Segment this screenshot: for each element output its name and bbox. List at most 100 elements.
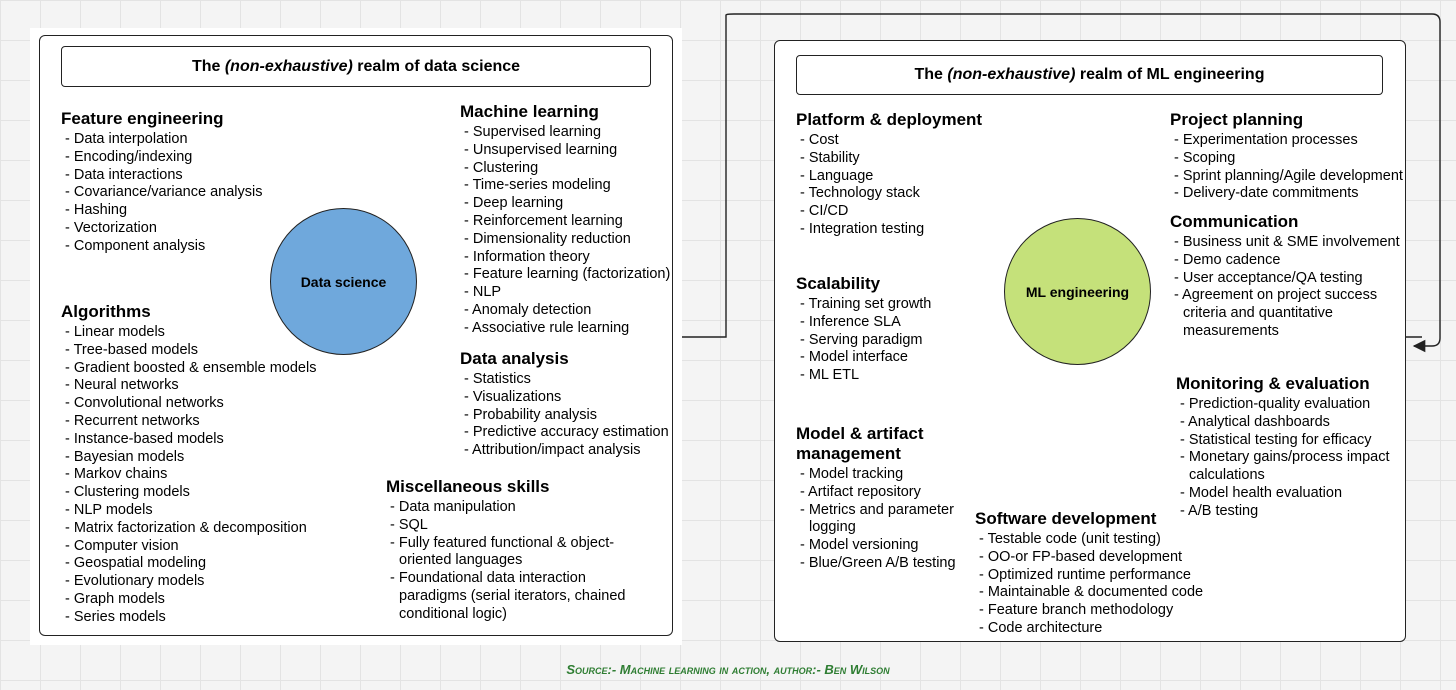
group-heading: Scalability [796, 274, 881, 293]
monitoring-evaluation-group: Monitoring & evaluation - Prediction-qua… [1176, 374, 1398, 521]
list-item: - Reinforcement learning [464, 212, 623, 229]
list-item: - Feature branch methodology [979, 602, 1174, 619]
list-item: - Blue/Green A/B testing [800, 554, 956, 571]
item-list: - Statistics- Visualizations- Probabilit… [460, 371, 669, 460]
machine-learning-group: Machine learning - Supervised learning- … [460, 102, 670, 338]
list-item: - Fully featured functional & object-ori… [390, 534, 615, 569]
ml-engineering-node: ML engineering [1004, 218, 1151, 365]
data-science-title: The (non-exhaustive) realm of data scien… [61, 46, 651, 87]
list-item: - Data manipulation [390, 499, 516, 515]
group-heading: Machine learning [460, 102, 599, 121]
list-item: - Optimized runtime performance [979, 566, 1191, 583]
algorithms-group: Algorithms - Linear models- Tree-based m… [61, 302, 316, 627]
group-heading: Platform & deployment [796, 110, 983, 129]
item-list: - Data interpolation- Encoding/indexing-… [61, 131, 262, 256]
project-planning-group: Project planning - Experimentation proce… [1170, 110, 1403, 203]
list-item: - Information theory [464, 248, 590, 265]
list-item: - Maintainable & documented code [979, 584, 1204, 601]
list-item: - Time-series modeling [464, 177, 611, 194]
list-item: - Language [800, 167, 874, 184]
group-heading: Model & artifact management [796, 424, 924, 463]
list-item: - Inference SLA [800, 313, 901, 330]
feature-engineering-group: Feature engineering - Data interpolation… [61, 109, 262, 256]
list-item: - Geospatial modeling [65, 555, 207, 572]
list-item: - CI/CD [800, 203, 849, 220]
item-list: - Data manipulation- SQL- Fully featured… [386, 499, 646, 624]
platform-deployment-group: Platform & deployment - Cost- Stability-… [796, 110, 982, 239]
list-item: - Model interface [800, 349, 908, 366]
list-item: - Gradient boosted & ensemble models [65, 359, 317, 376]
list-item: - Recurrent networks [65, 412, 200, 429]
list-item: - Tree-based models [65, 341, 198, 358]
list-item: - Sprint planning/Agile development [1174, 167, 1403, 184]
source-caption: Source:- Machine learning in action, aut… [566, 662, 890, 677]
list-item: - Model health evaluation [1180, 484, 1343, 501]
scalability-group: Scalability - Training set growth- Infer… [796, 274, 931, 385]
list-item: - Model tracking [800, 466, 904, 482]
model-artifact-group: Model & artifact management - Model trac… [796, 424, 966, 573]
list-item: - Matrix factorization & decomposition [65, 519, 307, 536]
list-item: - Associative rule learning [464, 319, 630, 336]
list-item: - Cost [800, 132, 839, 148]
list-item: - Neural networks [65, 377, 179, 394]
list-item: - Demo cadence [1174, 251, 1281, 268]
list-item: - Predictive accuracy estimation [464, 424, 669, 441]
item-list: - Prediction-quality evaluation- Analyti… [1176, 396, 1398, 521]
group-heading: Project planning [1170, 110, 1304, 129]
item-list: - Linear models- Tree-based models- Grad… [61, 324, 316, 627]
ml-engineering-title: The (non-exhaustive) realm of ML enginee… [796, 55, 1383, 95]
list-item: - Scoping [1174, 149, 1236, 166]
list-item: - OO-or FP-based development [979, 548, 1183, 565]
item-list: - Supervised learning- Unsupervised lear… [460, 124, 670, 338]
group-heading: Feature engineering [61, 109, 224, 128]
item-list: - Cost- Stability- Language- Technology … [796, 132, 982, 239]
list-item: - Experimentation processes [1174, 132, 1358, 148]
data-science-node: Data science [270, 208, 417, 355]
list-item: - Data interactions [65, 166, 183, 183]
list-item: - Agreement on project success criteria … [1174, 287, 1378, 339]
list-item: - Hashing [65, 202, 128, 219]
list-item: - Attribution/impact analysis [464, 442, 641, 459]
list-item: - Business unit & SME involvement [1174, 234, 1400, 250]
communication-group: Communication - Business unit & SME invo… [1170, 212, 1400, 341]
list-item: - Probability analysis [464, 406, 597, 423]
list-item: - Artifact repository [800, 483, 921, 500]
list-item: - Anomaly detection [464, 301, 592, 318]
data-analysis-group: Data analysis - Statistics- Visualizatio… [460, 349, 669, 460]
list-item: - Model versioning [800, 537, 919, 554]
list-item: - Data interpolation [65, 131, 188, 147]
item-list: - Business unit & SME involvement- Demo … [1170, 234, 1400, 341]
group-heading: Communication [1170, 212, 1299, 231]
list-item: - Monetary gains/process impact calculat… [1180, 449, 1390, 484]
list-item: - Supervised learning [464, 124, 602, 140]
list-item: - Testable code (unit testing) [979, 531, 1161, 547]
list-item: - Encoding/indexing [65, 148, 193, 165]
list-item: - Instance-based models [65, 430, 224, 447]
list-item: - Foundational data interaction paradigm… [390, 570, 626, 622]
list-item: - Code architecture [979, 619, 1103, 636]
list-item: - Training set growth [800, 296, 932, 312]
list-item: - Delivery-date commitments [1174, 185, 1359, 202]
list-item: - Component analysis [65, 237, 206, 254]
list-item: - A/B testing [1180, 502, 1259, 519]
list-item: - Series models [65, 608, 166, 625]
list-item: - Stability [800, 149, 860, 166]
list-item: - Dimensionality reduction [464, 230, 631, 247]
list-item: - Visualizations [464, 388, 562, 405]
list-item: - Markov chains [65, 466, 168, 483]
list-item: - ML ETL [800, 367, 860, 384]
list-item: - Linear models [65, 324, 165, 340]
software-development-group: Software development - Testable code (un… [975, 509, 1203, 638]
list-item: - Statistical testing for efficacy [1180, 431, 1372, 448]
list-item: - Vectorization [65, 219, 157, 236]
list-item: - Unsupervised learning [464, 141, 618, 158]
list-item: - Statistics [464, 371, 531, 387]
group-heading: Monitoring & evaluation [1176, 374, 1370, 393]
list-item: - Integration testing [800, 220, 925, 237]
list-item: - User acceptance/QA testing [1174, 269, 1363, 286]
group-heading: Algorithms [61, 302, 151, 321]
list-item: - Graph models [65, 590, 165, 607]
group-heading: Miscellaneous skills [386, 477, 550, 496]
list-item: - Serving paradigm [800, 331, 923, 348]
list-item: - NLP [464, 284, 502, 301]
